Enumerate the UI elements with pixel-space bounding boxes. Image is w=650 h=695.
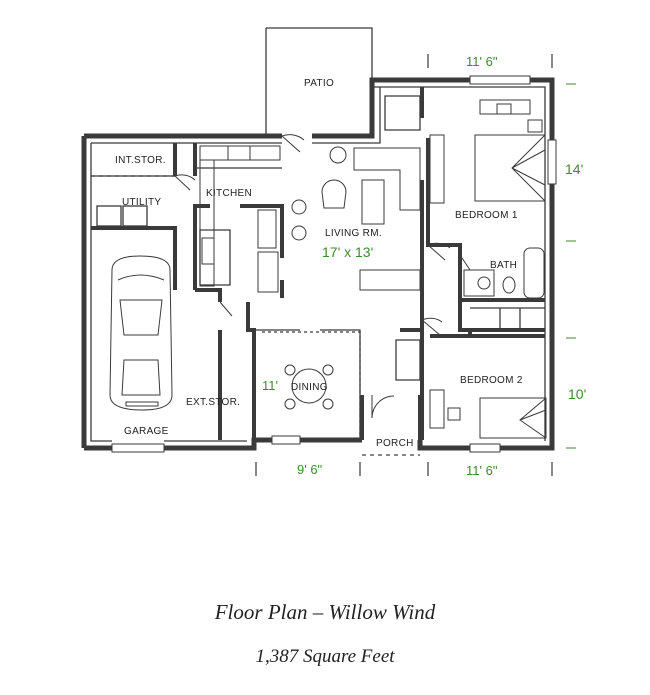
dining-chair: [284, 364, 296, 376]
dim-bedroom1-depth: 14': [565, 161, 583, 177]
dim-bedroom1-width: 11' 6": [466, 54, 498, 69]
vanity: [463, 269, 495, 297]
dining-chair: [322, 398, 334, 410]
label-porch: PORCH: [376, 438, 414, 449]
window-bedroom1: [547, 139, 557, 185]
dresser-2: [429, 389, 445, 429]
kitchen-range: [201, 237, 215, 265]
walls: [81, 27, 555, 456]
window-bedroom1-top: [469, 75, 531, 85]
bar-stool: [291, 225, 307, 241]
chair-1: [496, 103, 512, 115]
dim-bedroom2-width: 11' 6": [466, 463, 498, 478]
bed-1-fold: [511, 134, 546, 202]
dining-table: [291, 368, 327, 404]
nightstand-1: [527, 119, 543, 133]
bathtub: [523, 247, 545, 299]
label-ext-stor: EXT.STOR.: [186, 397, 240, 408]
label-kitchen: KITCHEN: [206, 188, 252, 199]
label-garage: GARAGE: [124, 426, 169, 437]
label-patio: PATIO: [304, 78, 334, 89]
door-porch: [371, 395, 395, 419]
sink-icon: [477, 276, 491, 290]
door-kitchen: [174, 174, 196, 191]
exterior-wall-inner: [90, 86, 546, 442]
caption-subtitle: 1,387 Square Feet: [255, 646, 395, 667]
window-bedroom2: [469, 443, 501, 453]
coffee-table: [361, 179, 385, 225]
sofa-l: [353, 147, 421, 211]
label-bath: BATH: [490, 260, 517, 271]
caption-title: Floor Plan – Willow Wind: [214, 600, 436, 624]
kitchen-sink: [227, 145, 251, 161]
bed-2-fold: [519, 397, 547, 439]
dimension-labels: 17' x 13' 11' 11' 6" 14' 10' 9' 6" 11' 6…: [262, 54, 586, 478]
utility-dryer: [122, 205, 148, 227]
dimension-ticks-green: [566, 83, 576, 449]
bar-stool: [291, 199, 307, 215]
label-int-stor: INT.STOR.: [115, 155, 166, 166]
bed-1: [474, 134, 546, 202]
desk-chair-2: [447, 407, 461, 421]
closet-walls: [384, 95, 545, 381]
patio-outline: [265, 27, 373, 136]
dresser-1: [429, 134, 445, 204]
dimension-ticks: [255, 54, 553, 476]
car-icon: [109, 255, 173, 411]
door-bath: [459, 254, 471, 271]
dining-chair: [284, 398, 296, 410]
armchair: [321, 179, 347, 209]
door-bedroom2: [421, 317, 443, 336]
windows: [111, 75, 557, 453]
label-utility: UTILITY: [122, 197, 161, 208]
porch-walls: [360, 395, 422, 440]
label-bedroom2: BEDROOM 2: [460, 375, 523, 386]
window-dining: [271, 435, 301, 445]
dining-dashed: [262, 331, 361, 440]
kitchen-counter: [199, 145, 281, 287]
utility-washer: [96, 205, 122, 227]
dim-bedroom2-depth: 10': [568, 386, 586, 402]
tv-console: [359, 269, 421, 291]
bed-2: [479, 397, 547, 439]
furniture: [109, 99, 547, 439]
doors: [174, 134, 471, 419]
door-garage: [219, 301, 233, 317]
dining-chair: [322, 364, 334, 376]
label-dining: DINING: [291, 382, 328, 393]
window-garage: [111, 443, 165, 453]
dim-dining-width: 9' 6": [297, 462, 323, 477]
door-bedroom1: [427, 242, 451, 261]
label-living: LIVING RM.: [325, 228, 382, 239]
dim-dining: 11': [262, 378, 278, 393]
room-labels: PATIO INT.STOR. UTILITY KITCHEN LIVING R…: [115, 78, 523, 449]
lamp-table: [329, 146, 347, 164]
interior-walls: [91, 143, 284, 440]
dim-living: 17' x 13': [322, 244, 373, 260]
label-bedroom1: BEDROOM 1: [455, 210, 518, 221]
bedroom-walls: [400, 87, 545, 440]
desk-1: [479, 99, 531, 115]
toilet-icon: [502, 276, 516, 294]
refrigerator: [257, 251, 279, 293]
door-patio: [281, 134, 305, 153]
exterior-wall: [84, 77, 555, 451]
